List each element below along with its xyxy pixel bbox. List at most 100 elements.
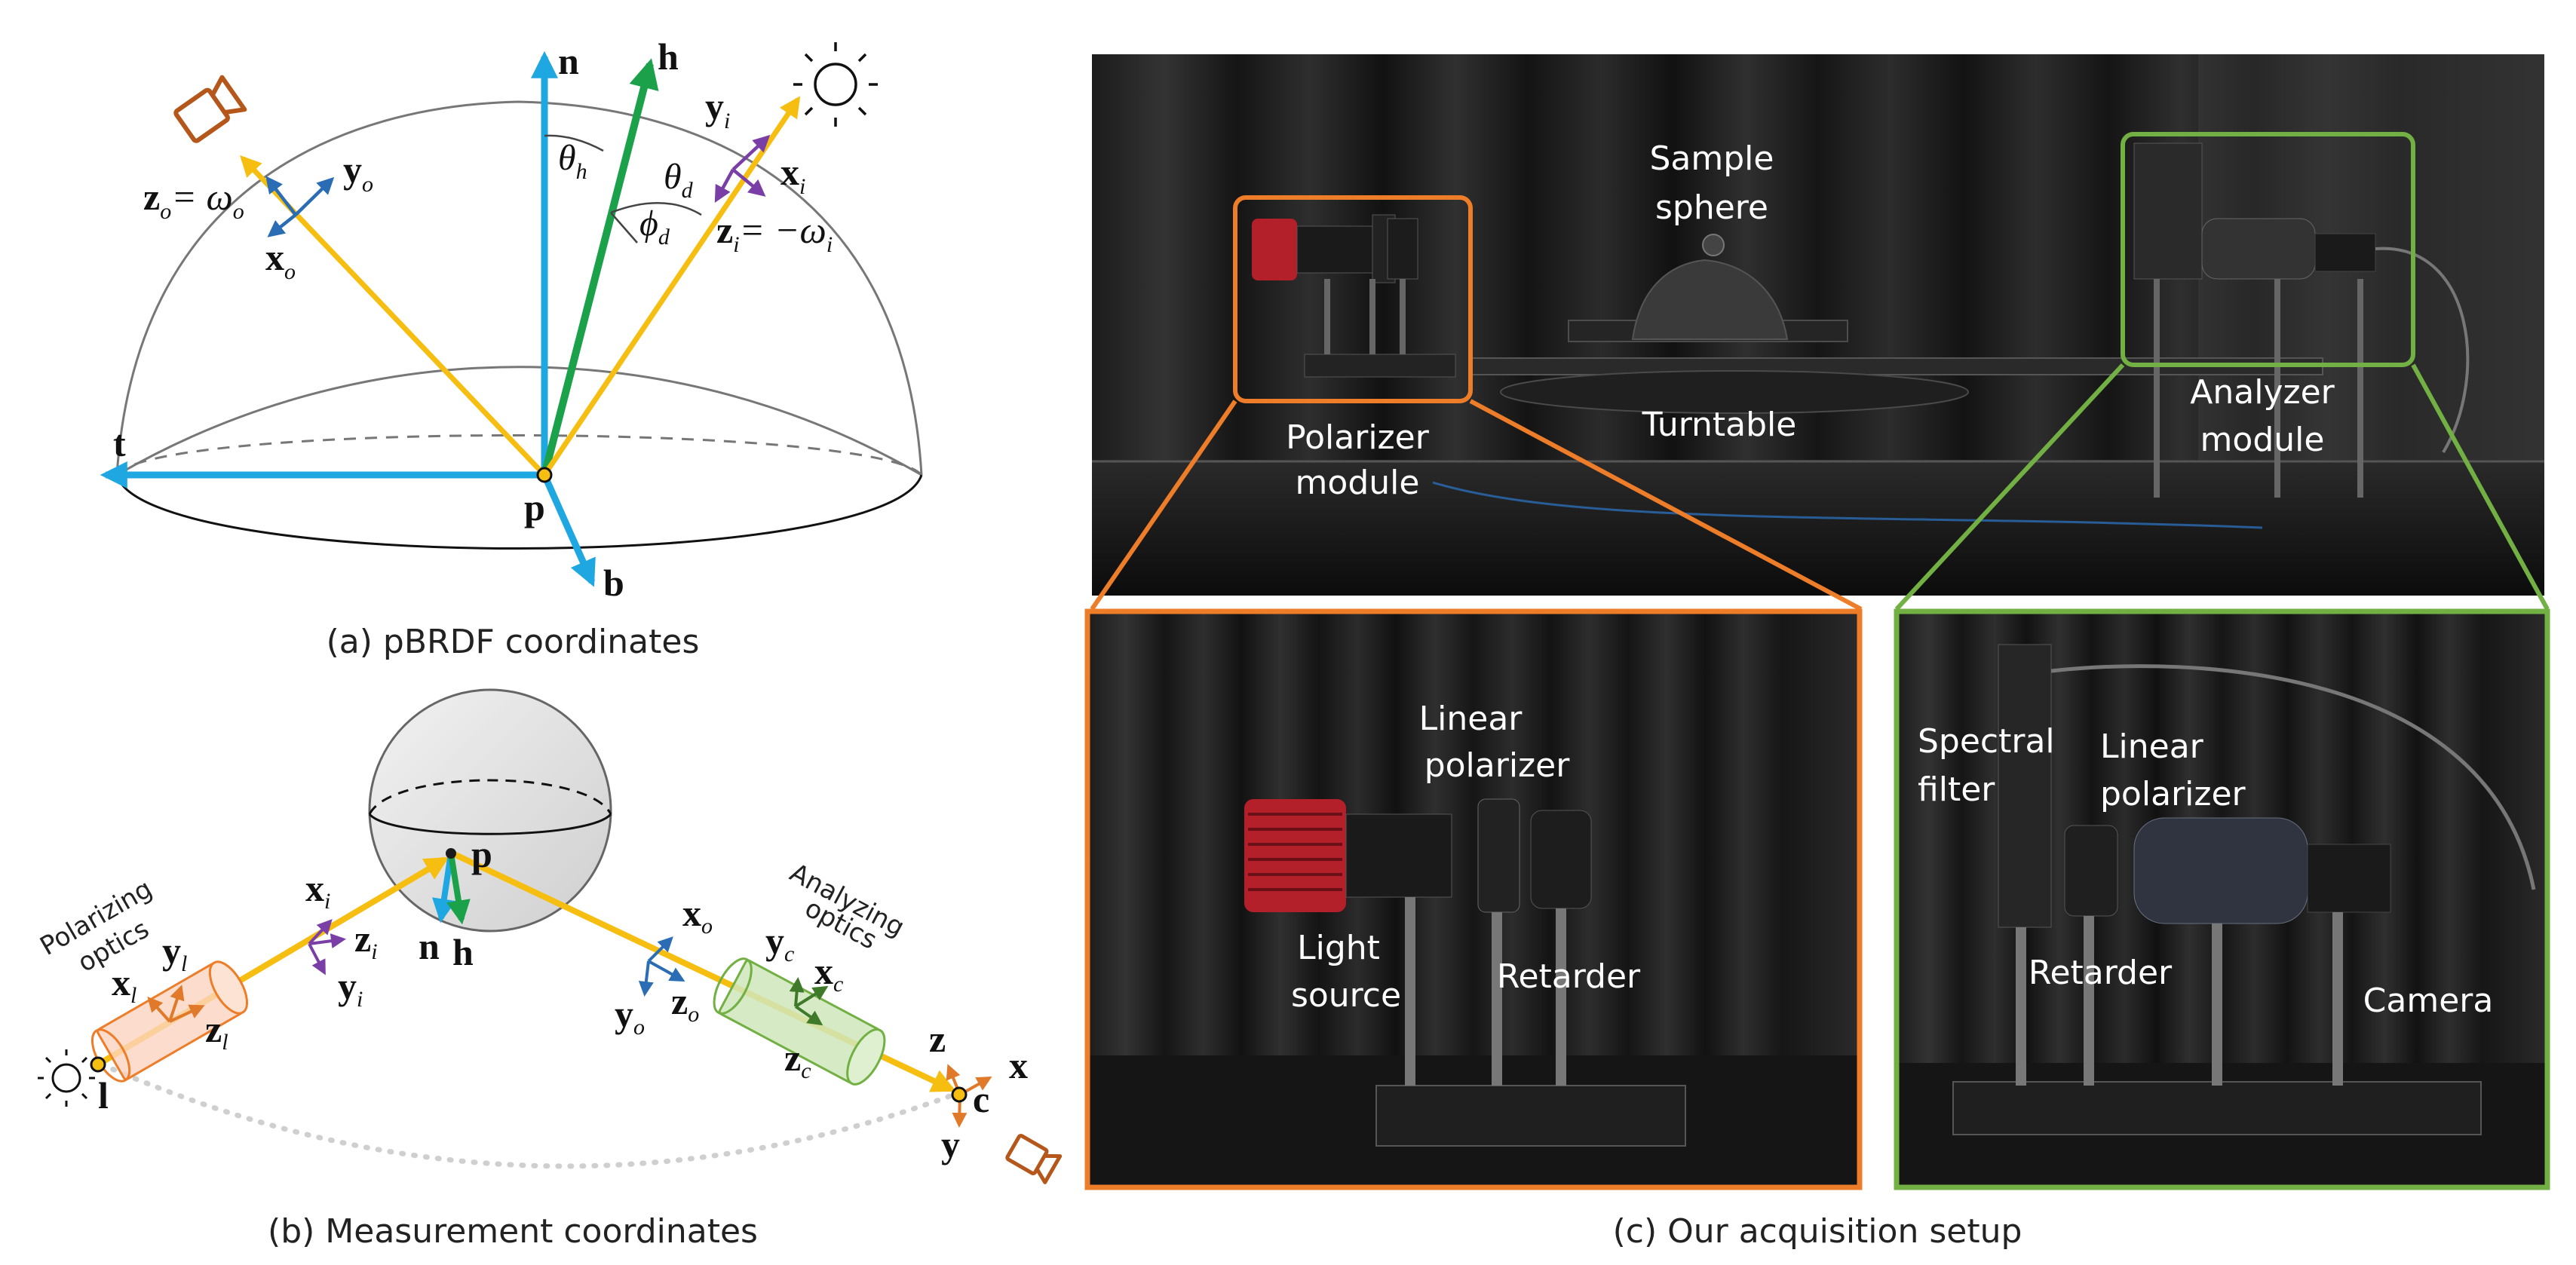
theta-d-arc (610, 202, 702, 216)
label-cam-y: y (941, 1123, 960, 1165)
point-p (536, 467, 553, 483)
label-linear-polarizer-1: Linear (1419, 700, 1523, 738)
label-zl: zl (205, 1008, 228, 1055)
normal-n (432, 853, 456, 923)
light-direction (542, 96, 801, 476)
zl-axis (169, 1004, 205, 1023)
label-h-b: h (452, 931, 474, 973)
label-xo-b: xo (682, 892, 713, 939)
sphere-equator-front (368, 813, 612, 835)
label-xi: xi (780, 151, 805, 199)
label-p-b: p (471, 833, 492, 875)
label-n: n (558, 40, 579, 82)
label-sample-sphere-2: sphere (1655, 188, 1768, 227)
label-spectral-filter-2: filter (1918, 770, 1995, 809)
panel-b-measurement-coordinates: Polarizing optics Analyzing optics p n h… (35, 688, 1063, 1251)
panel-a-pbrdf-coordinates: n h t b p yi xi zi= −ωi yo xo zo= ωo θh … (100, 35, 923, 661)
top-photo: Sample sphere Turntable Polarizer module… (1092, 54, 2544, 596)
label-linear-polarizer-r1: Linear (2100, 727, 2204, 766)
label-zo-b: zo (671, 980, 699, 1027)
label-linear-polarizer-2: polarizer (1424, 746, 1571, 785)
polarizer-zoom-photo: Linear polarizer Light source Retarder (1084, 608, 1863, 1190)
yi-axis-b (308, 943, 326, 976)
xi-axis (731, 168, 766, 197)
source-camera-arc (99, 1061, 957, 1169)
yc-axis (789, 977, 805, 1007)
hemisphere-dome (115, 100, 923, 476)
xo-axis (267, 213, 297, 237)
sample-sphere (368, 688, 612, 933)
label-light-source-1: Light (1297, 929, 1380, 967)
zoom-line-right-1 (1894, 363, 2125, 611)
zo-axis-b (648, 960, 685, 982)
xl-axis (147, 997, 171, 1023)
label-polarizer-module-1: Polarizer (1286, 418, 1430, 457)
zoom-line-left-1 (1090, 400, 1237, 611)
label-zi: zi= −ωi (716, 209, 833, 257)
sphere-equator-back (368, 779, 612, 815)
analyzing-optics-cylinder (713, 957, 886, 1086)
analyzer-zoom-frame (1894, 608, 2550, 1190)
half-h (446, 853, 471, 925)
label-analyzer-module-1: Analyzer (2190, 373, 2335, 412)
label-t: t (113, 422, 126, 464)
xi-axis-b (308, 919, 333, 945)
zoom-line-left-2 (1469, 399, 1863, 611)
panel-c-acquisition-setup: Sample sphere Turntable Polarizer module… (1084, 54, 2550, 1251)
label-zi-b: zi (354, 917, 378, 964)
label-c: c (973, 1078, 989, 1120)
label-xo: xo (265, 236, 296, 284)
label-analyzer-module-2: module (2200, 421, 2325, 459)
label-l: l (98, 1074, 109, 1116)
label-cam-x: x (1009, 1044, 1028, 1086)
sun-icon (793, 42, 878, 127)
zoom-line-right-2 (2411, 363, 2550, 611)
b-axis (541, 473, 596, 587)
label-yo-b: yo (615, 993, 645, 1040)
theta-h-arc (544, 134, 604, 152)
caption-c: (c) Our acquisition setup (1613, 1212, 2022, 1251)
label-spectral-filter-1: Spectral (1918, 722, 2055, 761)
label-xc: xc (814, 950, 843, 997)
yo-axis (294, 176, 335, 216)
xo-axis-b (647, 936, 673, 963)
xc-axis (794, 985, 829, 1008)
point-p-b (446, 848, 456, 859)
yo-axis-b (638, 960, 654, 997)
label-b: b (603, 562, 624, 604)
label-yi: yi (705, 85, 730, 133)
base-ellipse-back (115, 434, 923, 476)
label-zo: zo= ωo (143, 176, 244, 224)
label-yo: yo (343, 149, 373, 197)
label-cam-z: z (929, 1018, 946, 1060)
caption-b: (b) Measurement coordinates (268, 1212, 758, 1251)
label-xi-b: xi (305, 867, 330, 914)
label-light-source-2: source (1291, 976, 1401, 1015)
h-axis (541, 58, 659, 476)
label-turntable: Turntable (1642, 406, 1797, 444)
base-ellipse-front (115, 474, 923, 550)
label-yi-b: yi (338, 965, 363, 1012)
polarizer-zoom-frame (1084, 608, 1863, 1190)
hemisphere-outline (116, 366, 922, 476)
zi-axis (714, 168, 734, 203)
label-theta-h: θh (558, 138, 587, 184)
phi-d-line (610, 212, 638, 244)
label-sample-sphere-1: Sample (1650, 139, 1774, 178)
caption-a: (a) pBRDF coordinates (327, 623, 700, 661)
zi-axis-b (308, 933, 346, 949)
label-n-b: n (419, 925, 440, 967)
yi-axis (731, 134, 771, 171)
camera-icon (1005, 1134, 1063, 1184)
zc-axis (794, 1005, 823, 1026)
analyzer-zoom-photo: Spectral filter Linear polarizer Retarde… (1894, 608, 2550, 1190)
label-h: h (658, 35, 679, 78)
zo-axis (265, 176, 297, 216)
label-linear-polarizer-r2: polarizer (2100, 775, 2246, 813)
camera-icon (173, 75, 247, 143)
label-retarder-left: Retarder (1497, 957, 1641, 996)
label-yc: yc (765, 920, 794, 966)
label-zc: zc (784, 1037, 811, 1083)
label-camera: Camera (2363, 982, 2494, 1020)
